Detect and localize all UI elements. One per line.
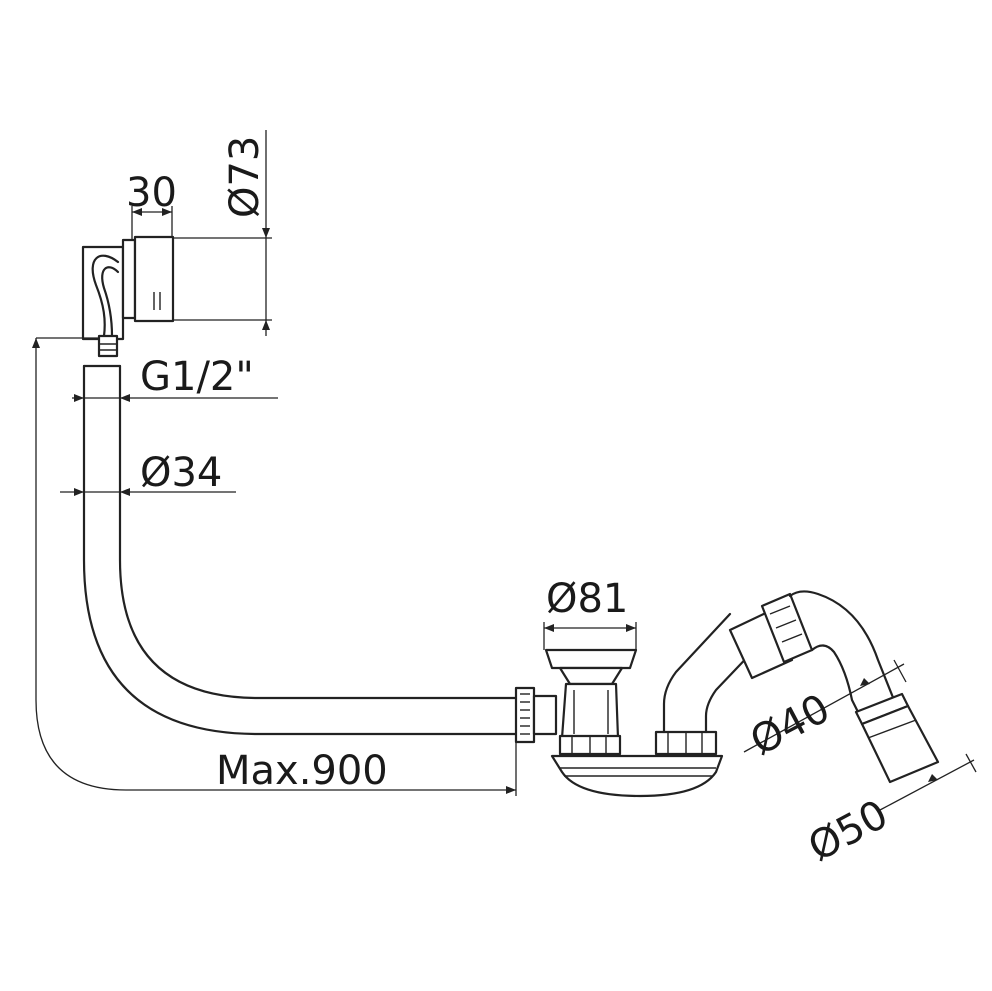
label-width-30: 30 — [126, 170, 177, 216]
label-thread-g12: G1/2" — [140, 354, 254, 400]
label-dia-81: Ø81 — [546, 576, 628, 622]
overflow-rosette — [81, 235, 175, 358]
label-dia-73: Ø73 — [222, 136, 268, 218]
label-dia-40: Ø40 — [743, 686, 837, 765]
pipe — [82, 364, 522, 736]
drain-assembly — [514, 590, 940, 798]
label-dia-50: Ø50 — [801, 792, 895, 871]
label-max-length: Max.900 — [216, 748, 388, 794]
dimension-lines — [32, 130, 977, 811]
label-dia-34: Ø34 — [140, 450, 222, 496]
